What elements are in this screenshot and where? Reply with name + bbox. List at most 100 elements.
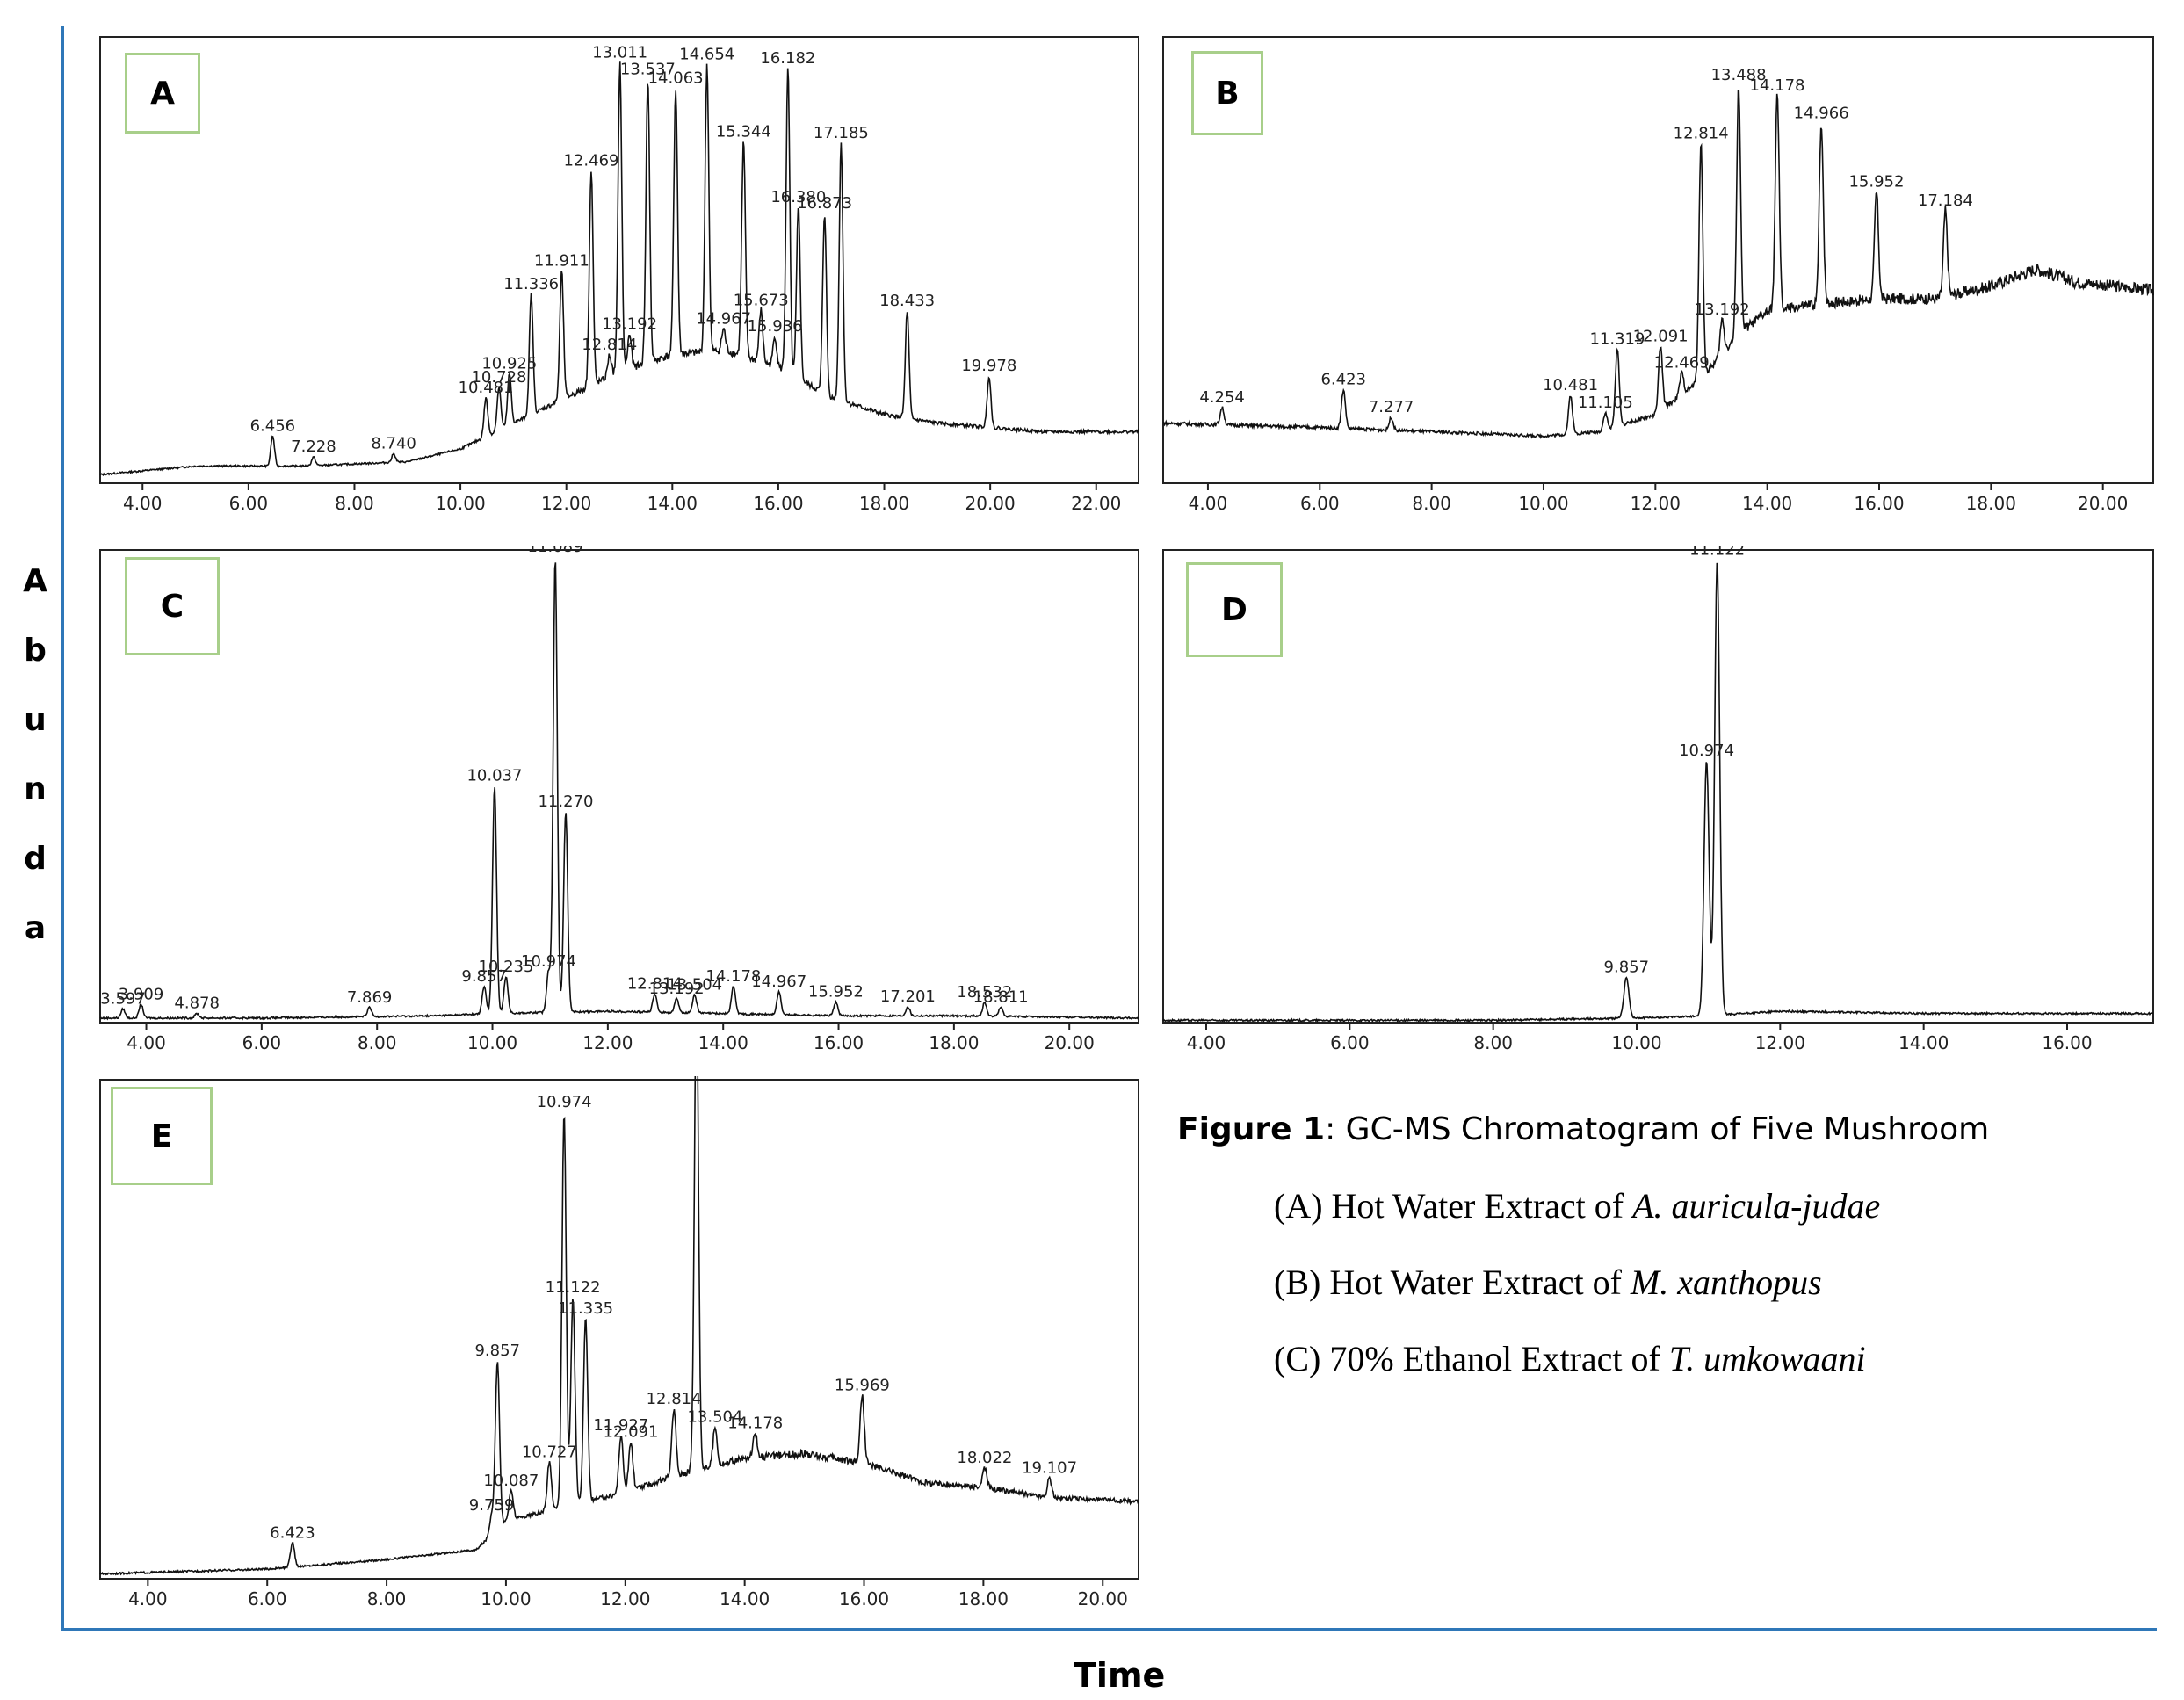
x-tick-label: 18.00	[859, 493, 909, 514]
caption-item-species: M. xanthopus	[1630, 1262, 1822, 1302]
peak-label: 18.433	[879, 292, 935, 310]
peak-label: 17.201	[880, 987, 936, 1006]
panel-letter-d: D	[1186, 562, 1283, 657]
peak-label: 14.967	[696, 309, 751, 328]
panel-letter-b: B	[1191, 51, 1263, 135]
peak-label: 11.089	[528, 546, 583, 556]
peak-label: 3.597	[100, 989, 146, 1008]
peak-label: 13.192	[602, 315, 657, 333]
peak-label: 12.814	[582, 336, 637, 354]
x-tick-label: 22.00	[1071, 493, 1121, 514]
chromatogram-trace	[99, 1076, 1139, 1576]
peak-label: 7.869	[347, 988, 393, 1007]
caption-item-b: (B) Hot Water Extract of M. xanthopus	[1274, 1262, 2144, 1303]
peak-label: 14.178	[705, 967, 761, 986]
peak-label: 12.469	[1654, 354, 1710, 373]
peak-label: 11.927	[593, 1416, 648, 1435]
y-axis-letter: n	[24, 771, 47, 807]
y-axis-letter: d	[24, 841, 47, 877]
peak-label: 18.811	[973, 988, 1029, 1007]
caption-item-prefix: (B) Hot Water Extract of	[1274, 1262, 1631, 1302]
peak-label: 9.857	[461, 967, 507, 986]
peak-label: 10.087	[483, 1472, 539, 1490]
peak-label: 7.228	[291, 438, 336, 456]
peak-label: 10.235	[478, 958, 533, 976]
peak-label: 13.504	[687, 1407, 742, 1426]
peak-label: 11.105	[1578, 394, 1633, 412]
plot-frame	[99, 1079, 1139, 1580]
peak-label: 14.178	[1750, 76, 1805, 95]
peak-label: 12.091	[1633, 327, 1689, 345]
x-tick-label: 6.00	[1330, 1032, 1370, 1053]
x-tick-label: 16.00	[2042, 1032, 2092, 1053]
x-tick-label: 6.00	[1300, 493, 1340, 514]
x-tick-label: 4.00	[128, 1588, 168, 1610]
chromatogram-b-plot: 4.2546.4237.27710.48111.10511.31912.0911…	[1162, 36, 2154, 514]
peak-label: 9.857	[474, 1342, 520, 1360]
x-tick-label: 8.00	[367, 1588, 407, 1610]
peak-label: 12.469	[563, 152, 618, 170]
x-tick-label: 4.00	[1187, 1032, 1226, 1053]
peak-label: 14.063	[648, 69, 704, 88]
peak-label: 19.978	[961, 357, 1016, 375]
peak-label: 11.335	[558, 1299, 613, 1318]
x-tick-label: 6.00	[248, 1588, 287, 1610]
peak-label: 10.481	[1543, 376, 1598, 394]
peak-label: 16.873	[797, 194, 852, 213]
peak-label: 18.022	[957, 1449, 1012, 1467]
chromatogram-trace	[99, 61, 1139, 476]
x-tick-label: 14.00	[1742, 493, 1792, 514]
caption-item-a: (A) Hot Water Extract of A. auricula-jud…	[1274, 1185, 2144, 1226]
caption-title: Figure 1: GC-MS Chromatogram of Five Mus…	[1177, 1111, 2144, 1150]
x-tick-label: 10.00	[467, 1032, 517, 1053]
x-axis-title: Time	[1074, 1656, 1166, 1695]
x-tick-label: 8.00	[335, 493, 374, 514]
panel-letter-e: E	[111, 1087, 213, 1185]
peak-label: 8.740	[371, 434, 416, 452]
peak-label: 9.759	[469, 1496, 515, 1515]
plot-frame	[99, 549, 1139, 1024]
peak-label: 10.481	[459, 379, 514, 397]
caption-figure-number: Figure 1	[1177, 1111, 1326, 1147]
x-tick-label: 18.00	[1966, 493, 2016, 514]
peak-label: 19.107	[1022, 1458, 1077, 1477]
x-tick-label: 14.00	[698, 1032, 748, 1053]
chromatogram-trace	[99, 562, 1139, 1021]
y-axis-letter: a	[24, 910, 47, 946]
peak-label: 12.814	[1674, 124, 1729, 142]
plot-frame	[1162, 36, 2154, 484]
peak-label: 11.270	[538, 792, 593, 811]
plot-frame	[99, 36, 1139, 484]
x-tick-label: 18.00	[929, 1032, 979, 1053]
peak-label: 14.967	[751, 973, 806, 991]
x-tick-label: 16.00	[839, 1588, 889, 1610]
caption-item-species: T. umkowaani	[1668, 1339, 1866, 1378]
peak-label: 10.974	[1679, 741, 1734, 760]
x-tick-label: 4.00	[1189, 493, 1228, 514]
caption-title-text: : GC-MS Chromatogram of Five Mushroom	[1325, 1111, 1990, 1147]
x-tick-label: 12.00	[1755, 1032, 1805, 1053]
peak-label: 15.952	[808, 983, 864, 1002]
y-axis-letter: u	[24, 702, 47, 738]
peak-label: 10.037	[466, 767, 522, 785]
peak-label: 15.952	[1848, 172, 1904, 191]
peak-label: 3.909	[119, 985, 164, 1003]
peak-label: 10.925	[481, 354, 537, 373]
peak-label: 17.184	[1918, 192, 1973, 210]
caption-item-prefix: (A) Hot Water Extract of	[1274, 1186, 1633, 1226]
figure-bottom-border	[61, 1628, 2157, 1631]
x-tick-label: 14.00	[647, 493, 698, 514]
peak-label: 14.654	[679, 45, 734, 63]
peak-label: 7.277	[1369, 398, 1414, 416]
plot-frame	[1162, 549, 2154, 1024]
x-tick-label: 12.00	[1631, 493, 1681, 514]
x-tick-label: 6.00	[229, 493, 269, 514]
peak-label: 13.504	[667, 975, 722, 994]
